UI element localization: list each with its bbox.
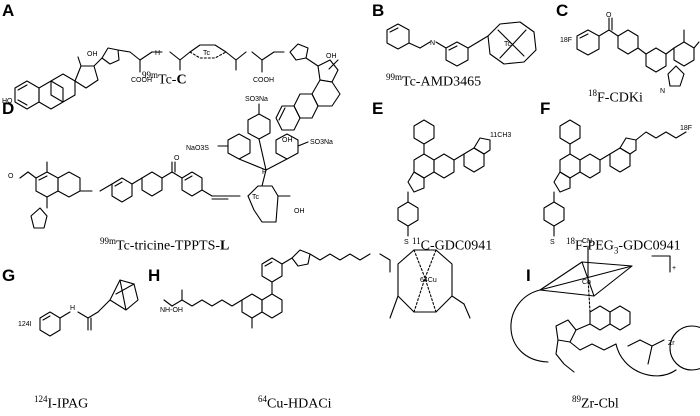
caption-F: 18F-PEG3-GDC0941 [566,236,681,256]
caption-E: 11C-GDC0941 [412,236,493,254]
atom-a-oh: OH [87,51,98,58]
structure-B [386,21,537,67]
panel-label-A: A [2,1,15,20]
caption-B: 99mTc-AMD3465 [386,72,482,90]
atom-i-zr: Zr [668,340,675,347]
panel-label-H: H [148,266,161,285]
atom-f-f18: 18F [680,125,692,132]
atom-g-h: H [70,305,75,312]
atom-a-cooh: COOH [131,77,152,84]
atom-i-plus: + [672,265,676,272]
panel-label-I: I [526,266,531,285]
structure-D [19,103,309,229]
atom-d-nao3s: NaO3S [186,145,209,152]
panel-label-C: C [556,1,569,20]
atom-i-cn: CN [582,238,592,245]
structure-A [14,43,341,131]
structure-G [39,279,139,337]
atom-b-n: N [430,40,435,47]
atom-g-i124: 124I [18,321,32,328]
atom-c-n: N [660,88,665,95]
atom-a-ho: HO [2,98,13,105]
caption-D: 99mTc-tricine-TPPTS-L [100,236,230,254]
panel-label-G: G [2,266,16,285]
atom-d-oh: OH [294,208,305,215]
atom-a-oh2: OH [326,53,337,60]
atom-d-o: O [8,173,14,180]
atom-b-tc: Tc [504,41,512,48]
atom-e-s: S [404,239,409,246]
atom-d-p: P [262,169,267,176]
atom-a-n: H [155,50,160,57]
atom-c-f18: 18F [560,37,572,44]
atom-a-oh3: OH [282,137,293,144]
atom-d-o2: O [174,155,180,162]
atom-h-cu64: 64Cu [420,277,437,284]
atom-e-c11: 11CH3 [490,132,511,139]
caption-H: 64Cu-HDACi [258,394,332,412]
panel-label-D: D [2,99,15,118]
atom-d-so3na2: SO3Na [310,139,333,146]
caption-I: 89Zr-Cbl [572,394,619,412]
panel-label-F: F [540,99,551,118]
panel-label-E: E [372,99,384,118]
caption-G: 124I-IPAG [34,394,89,412]
structure-E [397,119,491,237]
structure-F [543,119,687,237]
atom-h-nhoh: NH‑OH [160,307,183,314]
atom-c-o: O [606,12,612,19]
atom-f-s: S [550,239,555,246]
structure-I [510,245,700,377]
panel-label-B: B [372,1,385,20]
atom-a-cooh2: COOH [253,77,274,84]
structure-H [163,249,471,329]
atom-d-so3na: SO3Na [245,96,268,103]
atom-d-tc: Tc [252,194,260,201]
caption-C: 18F-CDKi [588,88,643,106]
caption-A: 99mTc-C [142,70,187,88]
structure-C [576,17,700,87]
atom-i-co: Co [582,279,591,286]
atom-a-tc: Tc [203,50,211,57]
